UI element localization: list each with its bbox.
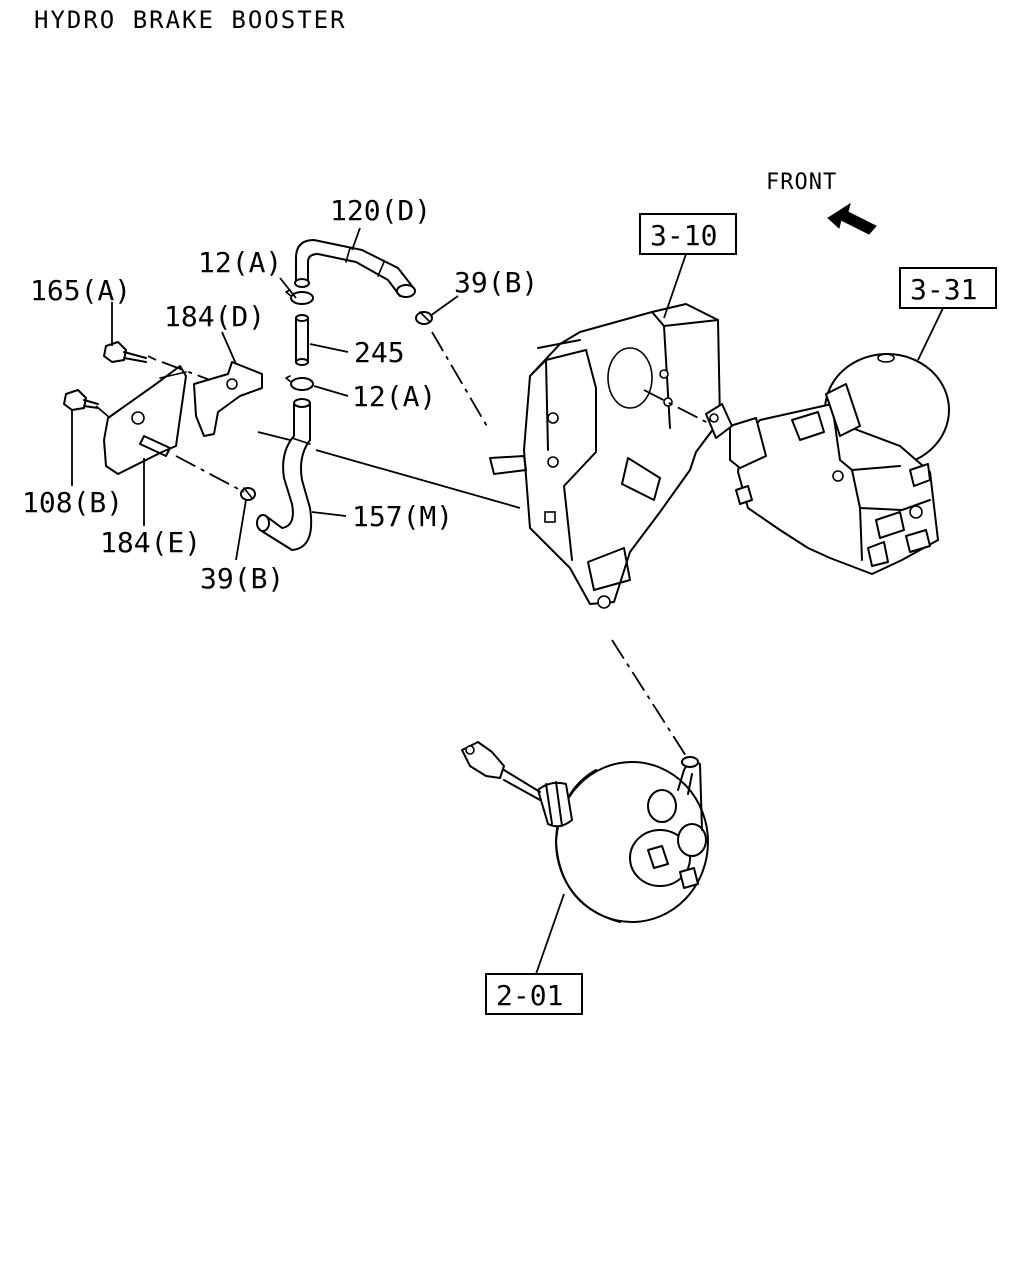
vacuum-booster bbox=[461, 741, 709, 923]
callout-39b-bottom: 39(B) bbox=[200, 562, 284, 595]
hose-157m bbox=[256, 398, 313, 551]
clip-12a-top bbox=[285, 289, 314, 305]
callout-12a-top: 12(A) bbox=[198, 246, 282, 279]
bracket-184e bbox=[103, 365, 187, 475]
bolt-165a bbox=[103, 341, 147, 363]
bracket-184d bbox=[193, 361, 263, 437]
callout-165a: 165(A) bbox=[30, 274, 131, 307]
pipe-245 bbox=[295, 314, 309, 366]
front-label: FRONT bbox=[766, 170, 837, 195]
callout-108b: 108(B) bbox=[22, 486, 123, 519]
leader-lines bbox=[71, 227, 945, 975]
alignment-lines bbox=[161, 331, 711, 757]
pedal-bracket-assembly bbox=[489, 303, 721, 609]
hydro-booster-unit bbox=[705, 353, 950, 575]
callout-157m: 157(M) bbox=[352, 500, 453, 533]
bolt-108b bbox=[63, 389, 99, 411]
clip-12a-bottom bbox=[285, 375, 314, 391]
callout-12a-bottom: 12(A) bbox=[352, 380, 436, 413]
reference-box-2-01: 2-01 bbox=[485, 973, 583, 1015]
reference-2-01: 2-01 bbox=[496, 979, 563, 1012]
diagram-title: HYDRO BRAKE BOOSTER bbox=[34, 6, 347, 34]
hose-120d bbox=[294, 239, 416, 298]
callout-120d: 120(D) bbox=[330, 194, 431, 227]
reference-3-31: 3-31 bbox=[910, 273, 977, 306]
reference-3-10: 3-10 bbox=[650, 219, 717, 252]
reference-box-3-10: 3-10 bbox=[639, 213, 737, 255]
callout-184d: 184(D) bbox=[164, 300, 265, 333]
callout-245: 245 bbox=[354, 336, 405, 369]
clip-39b-bottom bbox=[240, 487, 256, 501]
front-arrow-icon bbox=[827, 202, 877, 235]
callout-184e: 184(E) bbox=[100, 526, 201, 559]
callout-39b-top: 39(B) bbox=[454, 266, 538, 299]
clip-39b-top bbox=[415, 311, 433, 325]
reference-box-3-31: 3-31 bbox=[899, 267, 997, 309]
